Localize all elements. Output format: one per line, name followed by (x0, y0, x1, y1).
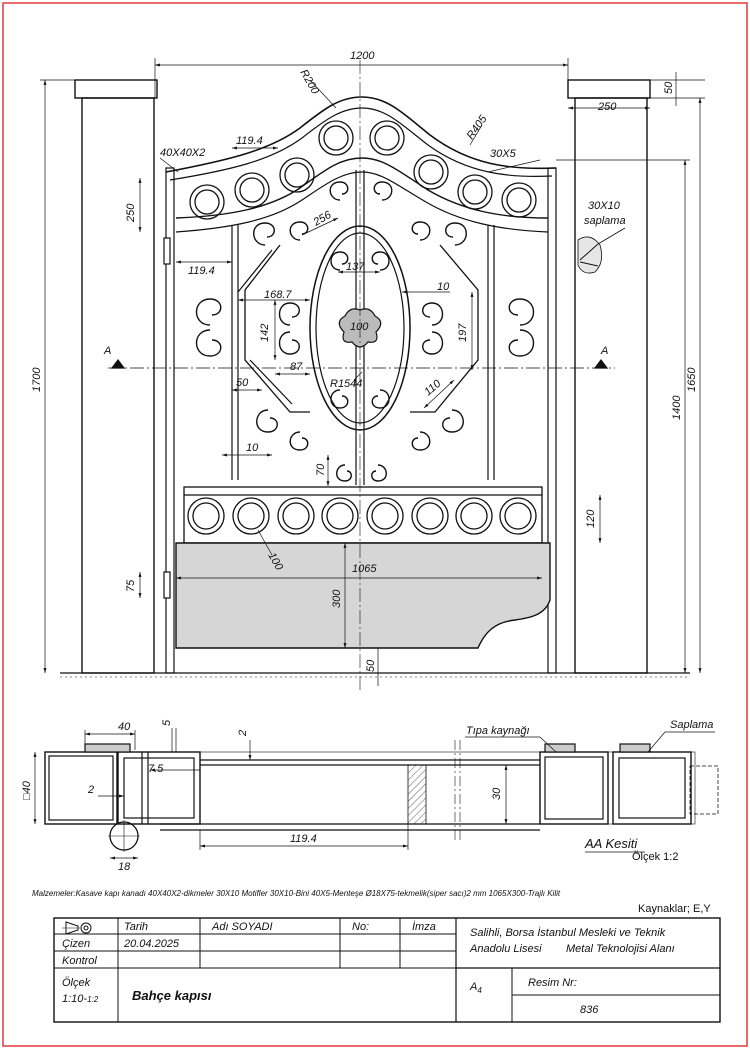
dim-ring-band-height: 120 (585, 509, 597, 528)
inner-arch (175, 157, 549, 219)
tb-paper-size: A4 (469, 981, 482, 995)
dim-post-cap-height: 50 (663, 81, 675, 94)
tb-col-no: No: (352, 921, 369, 933)
dim-side-panel-height: 250 (125, 203, 137, 223)
sources-note: Kaynaklar; E,Y (638, 903, 711, 915)
section-dim-offset: 7.5 (148, 763, 164, 775)
front-view (60, 60, 690, 690)
dim-top-radius: R200 (297, 68, 321, 98)
plug-weld-label: Tıpa kaynağı (466, 725, 530, 737)
dim-hinge-offset: 75 (125, 579, 137, 592)
section-dim-spacing: 119.4 (290, 833, 317, 845)
dim-post-section: 40X40X2 (160, 147, 205, 159)
side-frame-left (244, 244, 310, 413)
section-dim-profile: □40 (21, 780, 33, 800)
stud-detail (577, 236, 603, 274)
stud-note-label: saplama (584, 215, 626, 227)
tb-school-line1: Salihli, Borsa İstanbul Mesleki ve Tekni… (470, 927, 666, 939)
dim-overall-height-left: 1700 (31, 367, 43, 392)
tb-row-drawn: Çizen (62, 938, 90, 950)
section-scale: Ölçek 1:2 (632, 851, 678, 863)
section-dim-thickness: 2 (237, 730, 249, 737)
dim-inner-radius: 256 (311, 209, 335, 230)
dim-motif-gap: 10 (437, 281, 450, 293)
dim-motif-height: 142 (259, 324, 271, 342)
section-dim-wall: 2 (87, 784, 94, 796)
dim-diagonal: 110 (422, 377, 444, 398)
section-dim-width: 40 (118, 721, 131, 733)
section-right-tube (539, 751, 609, 825)
section-dim-height: 30 (491, 787, 503, 800)
materials-note: Malzemeler:Kasave kapı kanadı 40X40X2-di… (32, 889, 561, 898)
tb-drawing-title: Bahçe kapısı (132, 988, 212, 1003)
section-dimension-lines (33, 728, 715, 860)
tb-col-sign: İmza (412, 921, 436, 933)
dim-top-bar-section: 30X5 (490, 148, 517, 160)
dim-post-cap-width: 250 (597, 101, 617, 113)
hinge-top (163, 237, 171, 265)
dim-bottom-gap: 10 (246, 442, 259, 454)
dim-oval-radius: R1544 (330, 378, 362, 390)
left-post-cap (74, 79, 158, 99)
section-hatch (407, 764, 427, 825)
dim-gate-height: 1400 (671, 395, 683, 420)
dim-center-diameter: 100 (350, 321, 369, 333)
stud-label: Saplama (670, 719, 713, 731)
dim-overall-width: 1200 (350, 50, 375, 62)
left-post (81, 97, 155, 674)
title-block (53, 917, 721, 1023)
tb-drawing-no: 836 (580, 1004, 599, 1016)
dim-right-radius: R405 (465, 113, 490, 142)
tb-scale-value: 1:10-1:2 (62, 993, 99, 1005)
arch-rings (189, 120, 537, 220)
tb-scale-label: Ölçek (62, 977, 91, 989)
section-dim-hinge: 18 (118, 861, 131, 873)
dim-sheet-width: 1065 (352, 563, 377, 575)
section-left-tube (44, 751, 118, 825)
dim-arch-spacing: 119.4 (236, 135, 263, 147)
dim-bar-gap: 50 (236, 377, 249, 389)
band-rings (187, 497, 537, 535)
side-frame-right (410, 244, 479, 413)
tb-drawn-date: 20.04.2025 (123, 938, 180, 950)
right-post-cap (567, 79, 651, 99)
section-mark-right: A (600, 345, 608, 357)
dim-side-spacing: 119.4 (188, 265, 215, 277)
stud-note-size: 30X10 (588, 200, 621, 212)
hinge-bottom (163, 571, 171, 599)
dim-ground-gap: 50 (365, 659, 377, 672)
dim-oval-width: 137 (346, 261, 365, 273)
dim-post-height: 1650 (686, 367, 698, 392)
gate-left-stile (165, 167, 175, 674)
tb-drawing-no-label: Resim Nr: (528, 977, 577, 989)
kick-plate (175, 542, 551, 649)
dim-sheet-height: 300 (331, 589, 343, 608)
right-post (574, 97, 648, 674)
dim-motif-width: 168.7 (264, 289, 292, 301)
section-aa-view (44, 740, 719, 852)
tb-row-checked: Kontrol (62, 955, 97, 967)
tb-school-line2: Anadolu Lisesi (469, 943, 542, 955)
tb-col-name: Adı SOYADI (211, 921, 273, 933)
front-dimension-lines (40, 58, 705, 686)
section-title: AA Kesiti (584, 836, 638, 851)
projection-symbol-icon (62, 921, 92, 935)
dim-right-motif-height: 197 (457, 323, 469, 342)
section-mark-left: A (103, 345, 111, 357)
dim-lower-motif: 70 (315, 463, 327, 476)
dim-lower-gap: 87 (290, 361, 303, 373)
tb-col-date: Tarih (124, 921, 148, 933)
section-dim-lip: 5 (161, 719, 173, 726)
scroll-motifs (195, 181, 535, 482)
tb-department: Metal Teknolojisi Alanı (566, 943, 675, 955)
